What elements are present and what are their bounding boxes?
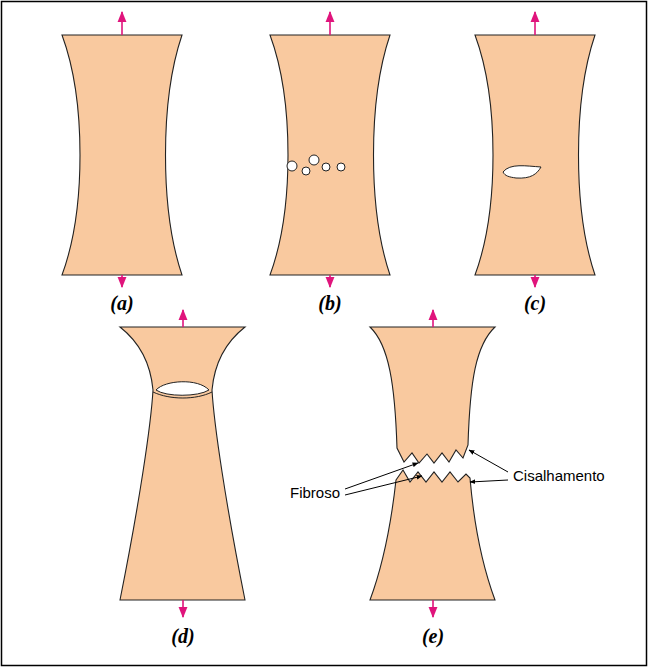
callout-label: Cisalhamento: [513, 468, 605, 485]
void: [322, 163, 330, 171]
crack: [503, 166, 541, 178]
load-arrow: [534, 12, 536, 35]
leader-line: [470, 480, 508, 482]
void: [337, 163, 345, 171]
load-arrow: [432, 310, 434, 327]
void: [287, 161, 297, 171]
specimen-a: [62, 35, 182, 275]
specimen-e-top: [370, 327, 495, 463]
load-arrow: [182, 310, 184, 327]
load-arrow: [121, 12, 123, 35]
part-label: (b): [318, 292, 341, 314]
crack: [156, 382, 209, 396]
part-label: (a): [110, 292, 133, 314]
load-arrow: [329, 12, 331, 35]
load-arrow: [182, 600, 184, 617]
part-label: (d): [171, 625, 194, 647]
shear-line: [153, 392, 212, 398]
leader-line: [469, 450, 508, 472]
callout-label: Fibroso: [290, 485, 340, 502]
load-arrow: [534, 275, 536, 287]
specimen-e-bottom: [370, 470, 495, 600]
specimen-d: [120, 327, 245, 600]
part-label: (e): [422, 625, 444, 647]
void: [309, 155, 319, 165]
void: [302, 167, 310, 175]
leader-line: [345, 476, 422, 495]
load-arrow: [329, 275, 331, 287]
specimen-b: [270, 35, 390, 275]
specimen-c: [475, 35, 595, 275]
load-arrow: [121, 275, 123, 287]
part-label: (c): [524, 292, 546, 314]
leader-line: [345, 463, 418, 489]
load-arrow: [432, 600, 434, 617]
